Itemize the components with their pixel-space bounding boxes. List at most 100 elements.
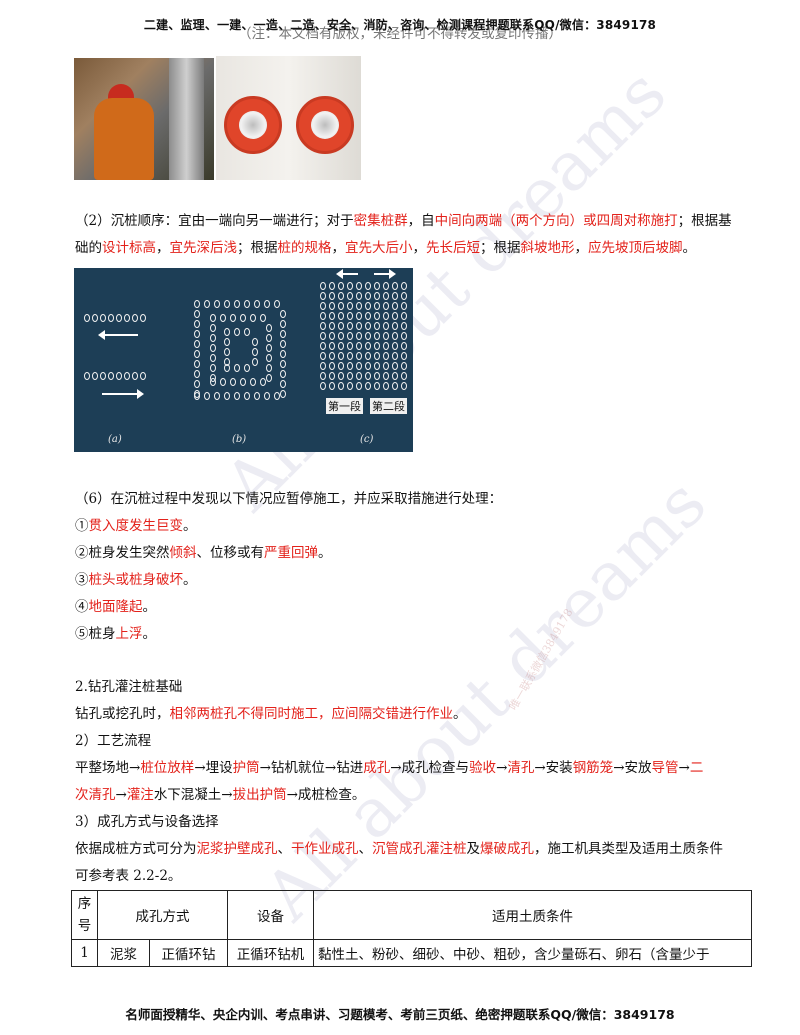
- pile-dot: [116, 314, 122, 322]
- pile-dot: [132, 372, 138, 380]
- pile-dot: [210, 354, 216, 362]
- text-run: 拔出护筒: [232, 787, 287, 803]
- pile-dot: [280, 380, 286, 388]
- pile-dot: [392, 342, 398, 350]
- pile-dot: [266, 334, 272, 342]
- pile-dot: [383, 312, 389, 320]
- text-run: 相邻两桩孔不得同时施工，应间隔交错进行作业: [169, 706, 454, 722]
- pile-dot: [240, 314, 246, 322]
- pile-dot: [401, 322, 407, 330]
- pile-dot: [194, 320, 200, 328]
- pile-dot: [383, 362, 389, 370]
- text-run: 依据成桩方式可分为: [75, 841, 197, 857]
- pile-dot: [347, 342, 353, 350]
- segment-2-label: 第二段: [370, 398, 407, 414]
- pile-dot: [401, 382, 407, 390]
- pile-dot: [266, 374, 272, 382]
- pile-dot: [210, 334, 216, 342]
- pile-dot: [365, 282, 371, 290]
- text-run: →钻机就位→钻进: [259, 760, 364, 776]
- section-title: 2.钻孔灌注桩基础: [75, 679, 183, 695]
- pile-dot: [347, 322, 353, 330]
- pile-dot: [194, 390, 200, 398]
- pile-dot: [280, 390, 286, 398]
- text-run: 二: [689, 760, 704, 776]
- pile-dot: [194, 380, 200, 388]
- pile-dot: [220, 378, 226, 386]
- pile-dot: [329, 342, 335, 350]
- text-run: 。: [183, 518, 197, 534]
- pile-dot: [140, 314, 146, 322]
- pile-dot: [383, 302, 389, 310]
- cell-soil: 黏性土、粉砂、细砂、中砂、粗砂，含少量砾石、卵石（含量少于: [313, 939, 752, 967]
- pile-dot: [140, 372, 146, 380]
- pile-dot: [347, 332, 353, 340]
- pile-dot: [365, 302, 371, 310]
- pile-dot: [266, 324, 272, 332]
- pile-dot: [374, 342, 380, 350]
- method-line-1: 依据成桩方式可分为泥浆护壁成孔、干作业成孔、沉管成孔灌注桩及爆破成孔，施工机具类…: [75, 839, 755, 859]
- pile-dot: [244, 364, 250, 372]
- pile-dot: [356, 342, 362, 350]
- pile-dot: [266, 344, 272, 352]
- pile-dot: [329, 322, 335, 330]
- pile-dot: [329, 352, 335, 360]
- pile-dot: [210, 364, 216, 372]
- pile-dot: [401, 362, 407, 370]
- pile-dot: [260, 378, 266, 386]
- pile-pole: [169, 58, 204, 180]
- pile-dot: [347, 312, 353, 320]
- pile-dot: [338, 332, 344, 340]
- pile-dot: [365, 332, 371, 340]
- text-run: 桩头或桩身破坏: [88, 572, 184, 588]
- pile-dot: [347, 292, 353, 300]
- text-run: 密集桩群: [353, 213, 408, 229]
- pile-dot: [252, 358, 258, 366]
- pile-dot: [280, 310, 286, 318]
- worker-shape: [94, 98, 154, 180]
- pile-dot: [383, 292, 389, 300]
- cell-equipment: 正循环钻机: [227, 939, 314, 967]
- pile-dot: [383, 352, 389, 360]
- text-run: （2）沉桩顺序：宜由一端向另一端进行；对于: [75, 213, 354, 229]
- pile-dot: [230, 378, 236, 386]
- pile-dot: [84, 372, 90, 380]
- pile-dot: [124, 314, 130, 322]
- pile-dot: [320, 372, 326, 380]
- pile-dot: [347, 282, 353, 290]
- worker-photo: [74, 58, 214, 180]
- flange-left: [224, 96, 282, 154]
- pile-dot: [383, 282, 389, 290]
- pile-dot: [356, 292, 362, 300]
- pile-dot: [392, 292, 398, 300]
- text-run: →安放: [613, 760, 652, 776]
- pile-dot: [392, 322, 398, 330]
- pile-dot: [383, 322, 389, 330]
- pile-dot: [224, 300, 230, 308]
- pile-sequence-diagram: 第一段 第二段 (a) (b) (c): [74, 268, 413, 452]
- text-run: 、位移或有: [196, 545, 265, 561]
- text-run: 宜先大后小: [345, 240, 413, 256]
- text-run: 设计标高: [102, 240, 156, 256]
- pile-dot: [401, 342, 407, 350]
- text-run: 宜先深后浅: [169, 240, 238, 256]
- stop-intro: （6）在沉桩过程中发现以下情况应暂停施工，并应采取措施进行处理：: [75, 491, 503, 507]
- pile-dot: [329, 292, 335, 300]
- pile-dot: [124, 372, 130, 380]
- pile-dot: [254, 392, 260, 400]
- pile-dot: [194, 310, 200, 318]
- method-title: 3）成孔方式与设备选择: [75, 814, 219, 830]
- pile-dot: [365, 362, 371, 370]
- pile-dot: [266, 354, 272, 362]
- pile-dot: [338, 342, 344, 350]
- pile-dot: [320, 342, 326, 350]
- text-run: 。: [142, 626, 157, 642]
- text-run: →安装: [534, 760, 573, 776]
- pile-dot: [374, 362, 380, 370]
- text-run: 严重回弹: [264, 545, 318, 561]
- pile-dot: [230, 314, 236, 322]
- pile-dot: [100, 314, 106, 322]
- pile-dot: [108, 372, 114, 380]
- text-run: ⑤桩身: [75, 626, 116, 642]
- text-run: →: [496, 760, 508, 776]
